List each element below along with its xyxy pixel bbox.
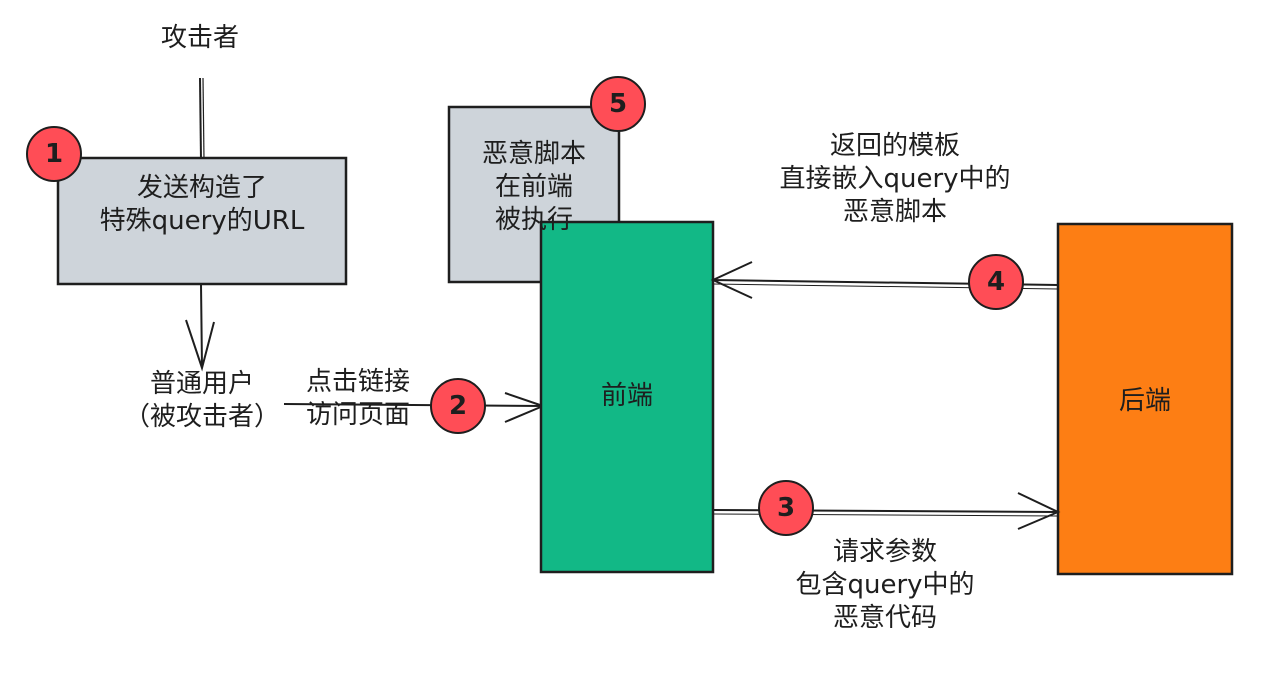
step1-box: [56, 156, 348, 286]
step-badge-3: 3: [758, 480, 814, 536]
backend-box: [1056, 222, 1234, 576]
step5-box-text: 恶意脚本 在前端 被执行: [481, 139, 586, 235]
request-note: 请求参数 包含query中的 恶意代码: [795, 537, 975, 633]
step1-box-text: 发送构造了 特殊query的URL: [99, 173, 305, 236]
step1-to-user-arrow: [185, 283, 215, 372]
user-label: 普通用户 （被攻击者）: [123, 369, 280, 432]
step-badge-2: 2: [430, 378, 486, 434]
step-badge-4: 4: [968, 254, 1024, 310]
frontend-label: 前端: [600, 381, 653, 411]
step-badge-5: 5: [590, 76, 646, 132]
return-note: 返回的模板 直接嵌入query中的 恶意脚本: [779, 131, 1011, 227]
step-badge-1: 1: [26, 126, 82, 182]
click-link-label: 点击链接 访问页面: [305, 367, 410, 430]
attacker-to-step1-line: [199, 77, 202, 161]
frontend-box: [539, 220, 715, 574]
backend-label: 后端: [1118, 386, 1171, 416]
attacker-label: 攻击者: [160, 23, 239, 53]
